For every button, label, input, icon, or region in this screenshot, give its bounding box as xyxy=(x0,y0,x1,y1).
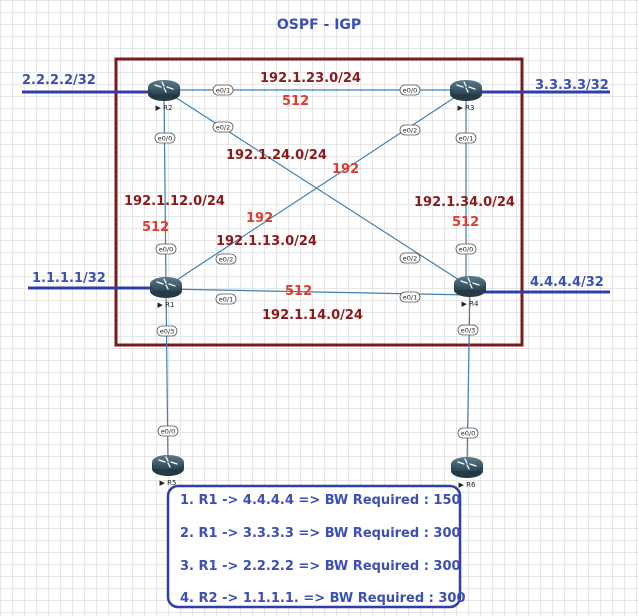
router-label: ▶ R2 xyxy=(156,104,173,112)
link-r1-r2 xyxy=(163,89,167,288)
router-icon xyxy=(151,454,185,477)
svg-text:e0/3: e0/3 xyxy=(160,328,174,336)
svg-text:e0/2: e0/2 xyxy=(403,127,417,135)
router-icon xyxy=(449,79,483,102)
link-r1-r3 xyxy=(165,89,467,288)
router-r2[interactable]: ▶ R2 xyxy=(147,79,181,112)
r1-e01-label: e0/1 xyxy=(215,293,237,305)
router-icon xyxy=(453,275,487,298)
router-icon xyxy=(147,79,181,102)
svg-text:e0/0: e0/0 xyxy=(158,135,172,143)
interface-labels: e0/1 e0/0 e0/2 e0/2 e0/0 e0/1 e0/0 e0/0 xyxy=(154,84,479,439)
r3-e00-label: e0/0 xyxy=(399,84,421,96)
r4-e00-label: e0/0 xyxy=(455,243,477,255)
router-r1[interactable]: ▶ R1 xyxy=(149,276,183,309)
diagram-title: OSPF - IGP xyxy=(277,17,361,33)
requirements-box: 1. R1 -> 4.4.4.4 => BW Required : 150 2.… xyxy=(166,484,466,609)
requirement-item: 1. R1 -> 4.4.4.4 => BW Required : 150 xyxy=(180,493,461,508)
router-label: ▶ R1 xyxy=(158,301,175,309)
r3-e02-label: e0/2 xyxy=(399,124,421,136)
r2-e00-label: e0/0 xyxy=(154,132,176,144)
r4-e02-label: e0/2 xyxy=(399,252,421,264)
svg-text:e0/2: e0/2 xyxy=(403,255,417,263)
ospf-area-border xyxy=(114,57,524,347)
cost-r1-r2: 512 xyxy=(142,220,169,235)
router-label: ▶ R4 xyxy=(462,300,479,308)
svg-text:e0/1: e0/1 xyxy=(216,87,230,95)
cost-r1-r4: 512 xyxy=(285,284,312,299)
svg-text:e0/0: e0/0 xyxy=(403,87,417,95)
r1-e02-label: e0/2 xyxy=(215,253,237,265)
router-label: ▶ R6 xyxy=(459,481,476,489)
svg-text:e0/3: e0/3 xyxy=(461,327,475,335)
link-r4-r6 xyxy=(466,286,471,468)
cost-r2-r3: 512 xyxy=(282,94,309,109)
subnet-r3-r4: 192.1.34.0/24 xyxy=(414,195,515,210)
r3-e01-label: e0/1 xyxy=(455,132,477,144)
requirement-item: 3. R1 -> 2.2.2.2 => BW Required : 300 xyxy=(180,559,461,574)
cost-r2-r4: 192 xyxy=(332,162,359,177)
cost-r1-r3: 192 xyxy=(246,211,273,226)
svg-text:e0/2: e0/2 xyxy=(216,124,230,132)
r6-e00-label: e0/0 xyxy=(457,427,479,439)
subnet-r1-r4: 192.1.14.0/24 xyxy=(262,308,363,323)
router-icon xyxy=(450,456,484,479)
r2-e02-label: e0/2 xyxy=(212,121,234,133)
svg-text:e0/0: e0/0 xyxy=(159,246,173,254)
r4-prefix: 4.4.4.4/32 xyxy=(530,275,604,290)
svg-text:e0/1: e0/1 xyxy=(403,294,417,302)
cost-r3-r4: 512 xyxy=(452,215,479,230)
link-r1-r4 xyxy=(165,288,471,296)
subnet-r2-r3: 192.1.23.0/24 xyxy=(260,71,361,86)
r2-prefix: 2.2.2.2/32 xyxy=(22,73,96,88)
links xyxy=(163,89,471,468)
r3-prefix: 3.3.3.3/32 xyxy=(535,78,609,93)
router-r6[interactable]: ▶ R6 xyxy=(450,456,484,489)
router-icon xyxy=(149,276,183,299)
svg-text:e0/1: e0/1 xyxy=(219,296,233,304)
svg-text:e0/0: e0/0 xyxy=(461,430,475,438)
r1-prefix: 1.1.1.1/32 xyxy=(32,271,106,286)
requirement-item: 2. R1 -> 3.3.3.3 => BW Required : 300 xyxy=(180,526,461,541)
subnet-r2-r4: 192.1.24.0/24 xyxy=(226,148,327,163)
router-label: ▶ R5 xyxy=(160,479,177,487)
router-r3[interactable]: ▶ R3 xyxy=(449,79,483,112)
router-r5[interactable]: ▶ R5 xyxy=(151,454,185,487)
subnet-r1-r2: 192.1.12.0/24 xyxy=(124,194,225,209)
svg-text:e0/1: e0/1 xyxy=(459,135,473,143)
r1-e00-label: e0/0 xyxy=(155,243,177,255)
svg-text:e0/0: e0/0 xyxy=(161,428,175,436)
router-label: ▶ R3 xyxy=(458,104,475,112)
requirement-item: 4. R2 -> 1.1.1.1. => BW Required : 300 xyxy=(180,591,466,606)
r5-e00-label: e0/0 xyxy=(157,425,179,437)
r4-e03-label: e0/3 xyxy=(457,324,479,336)
r1-e03-label: e0/3 xyxy=(156,325,178,337)
svg-text:e0/0: e0/0 xyxy=(459,246,473,254)
subnet-r1-r3: 192.1.13.0/24 xyxy=(216,234,317,249)
router-r4[interactable]: ▶ R4 xyxy=(453,275,487,308)
link-r1-r5 xyxy=(165,288,169,466)
svg-text:e0/2: e0/2 xyxy=(219,256,233,264)
r4-e01-label: e0/1 xyxy=(399,291,421,303)
r2-e01-label: e0/1 xyxy=(212,84,234,96)
